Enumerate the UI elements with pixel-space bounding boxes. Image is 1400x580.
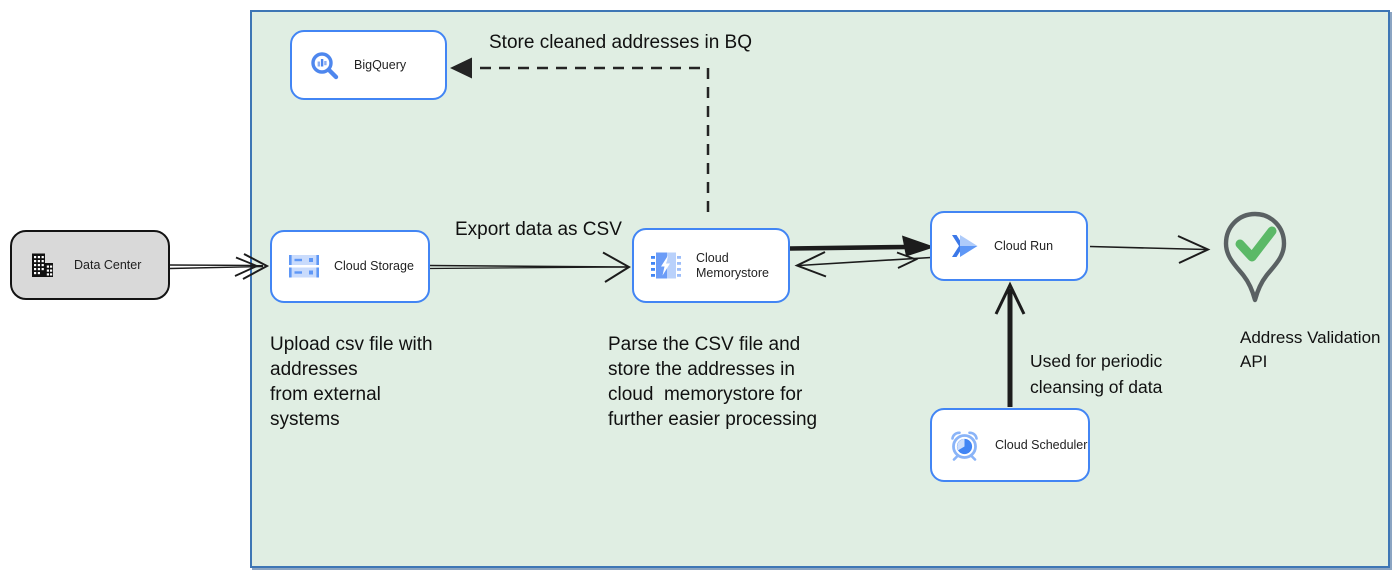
note-scheduler: Used for periodic cleansing of data bbox=[1030, 351, 1163, 397]
node-label: Cloud Memorystore bbox=[696, 250, 769, 280]
cloud-storage-icon bbox=[289, 255, 319, 278]
label-export-csv: Export data as CSV bbox=[455, 219, 622, 240]
note-parse-csv: Parse the CSV file and store the address… bbox=[608, 334, 818, 430]
note-upload-csv: Upload csv file with addresses from exte… bbox=[270, 334, 433, 430]
node-label: Data Center bbox=[74, 257, 142, 272]
node-label: Cloud Scheduler bbox=[995, 437, 1088, 452]
node-cloud-memorystore: Cloud Memorystore bbox=[632, 228, 790, 303]
cloud-scheduler-icon bbox=[951, 431, 978, 461]
node-bigquery: BigQuery bbox=[290, 30, 447, 100]
label-address-validation-api: Address Validation API bbox=[1240, 328, 1381, 371]
node-label: Cloud Run bbox=[994, 238, 1054, 253]
node-data-center: Data Center bbox=[10, 230, 170, 300]
bigquery-icon bbox=[311, 52, 339, 80]
node-label: BigQuery bbox=[354, 57, 407, 72]
node-cloud-storage: Cloud Storage bbox=[270, 230, 430, 303]
cloud-run-icon bbox=[952, 235, 978, 257]
gcp-boundary-box bbox=[250, 10, 1390, 568]
address-validation-pin-icon bbox=[1223, 211, 1287, 303]
data-center-icon bbox=[32, 253, 53, 277]
cloud-memorystore-icon bbox=[651, 252, 681, 279]
node-cloud-scheduler: Cloud Scheduler bbox=[930, 408, 1090, 482]
node-cloud-run: Cloud Run bbox=[930, 211, 1088, 281]
label-store-bq: Store cleaned addresses in BQ bbox=[489, 32, 752, 53]
node-label: Cloud Storage bbox=[334, 259, 414, 273]
checkmark-icon bbox=[1235, 226, 1277, 262]
